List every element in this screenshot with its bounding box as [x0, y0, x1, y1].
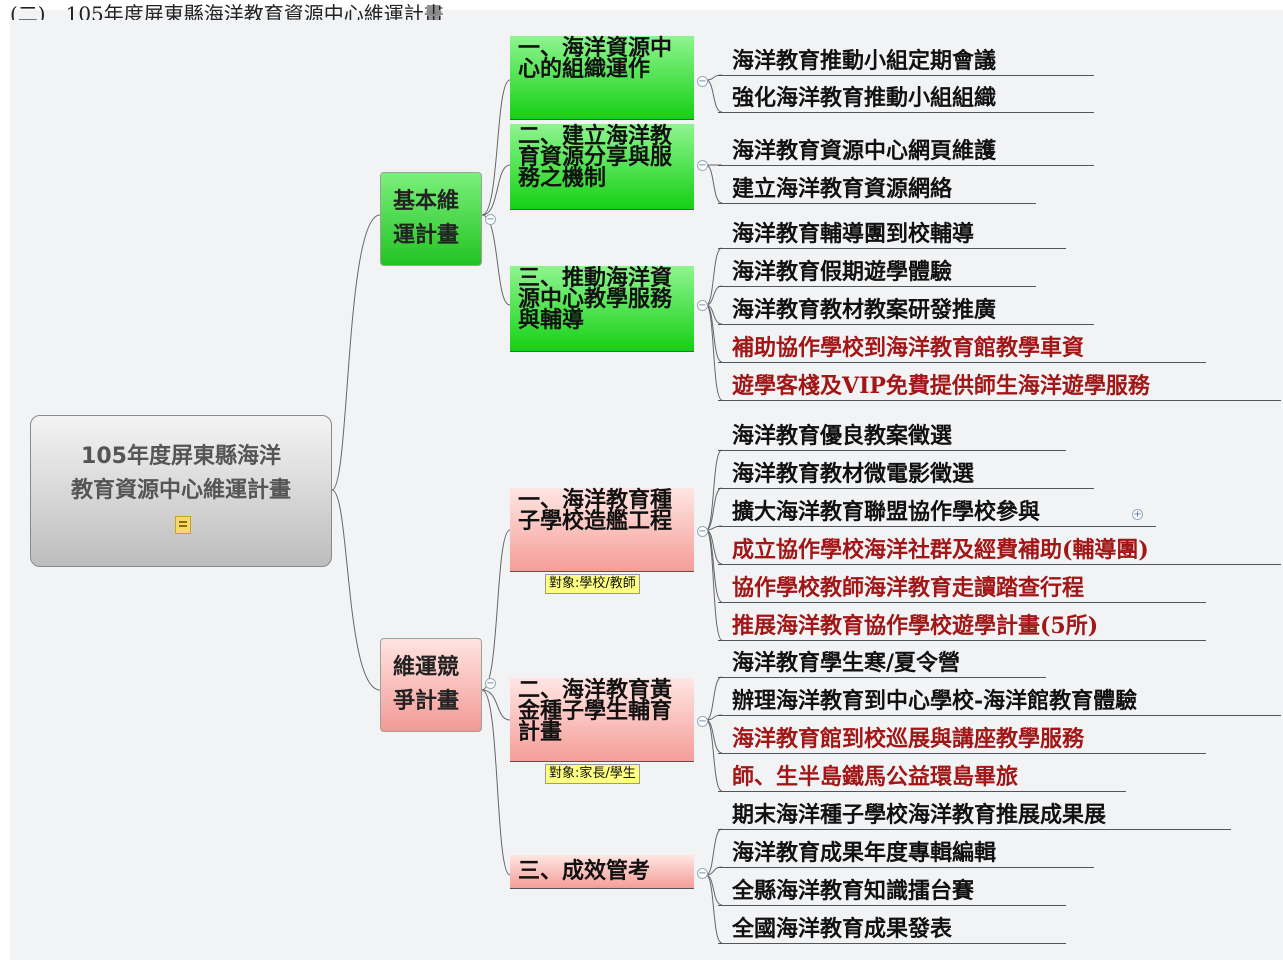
collapse-icon[interactable]: − [697, 160, 708, 171]
branch-competitive-plan[interactable]: 維運競爭計畫 [380, 638, 482, 732]
connector-root-branch1 [331, 214, 381, 491]
topic-label: 三、推動海洋資源中心教學服務與輔導 [518, 265, 673, 333]
topic-label: 一、海洋資源中心的組織運作 [518, 35, 673, 82]
leaf-topic[interactable]: 辦理海洋教育到中心學校-海洋館教育體驗 [718, 687, 1281, 716]
collapse-icon[interactable]: − [485, 678, 496, 689]
leaf-topic[interactable]: 海洋教育輔導團到校輔導 [718, 220, 1066, 249]
leaf-topic-highlight[interactable]: 師、生半島鐵馬公益環島畢旅 [718, 763, 1126, 792]
leaf-topic[interactable]: 海洋教育推動小組定期會議 [718, 47, 1094, 76]
collapse-icon[interactable]: − [697, 526, 708, 537]
target-tag: 對象:學校/教師 [545, 574, 640, 594]
leaf-topic[interactable]: 海洋教育教材教案研發推廣 [718, 296, 1094, 325]
leaf-topic[interactable]: 海洋教育假期遊學體驗 [718, 258, 1036, 287]
leaf-topic-highlight[interactable]: 遊學客棧及VIP免費提供師生海洋遊學服務 [718, 372, 1281, 401]
topic-label: 二、建立海洋教育資源分享與服務之機制 [518, 123, 673, 191]
leaf-topic[interactable]: 強化海洋教育推動小組組織 [718, 84, 1094, 113]
leaf-topic[interactable]: 海洋教育成果年度專輯編輯 [718, 839, 1094, 868]
topic-resource-sharing[interactable]: 二、建立海洋教育資源分享與服務之機制 [510, 124, 694, 210]
page-caption: (二) 105年度屏東縣海洋教育資源中心維運計畫 [10, 2, 444, 20]
collapse-icon[interactable]: − [697, 716, 708, 727]
leaf-topic-highlight[interactable]: 補助協作學校到海洋教育館教學車資 [718, 334, 1206, 363]
leaf-topic-highlight[interactable]: 協作學校教師海洋教育走讀踏查行程 [718, 574, 1206, 603]
topic-label: 三、成效管考 [518, 858, 651, 884]
leaf-topic[interactable]: 全國海洋教育成果發表 [718, 915, 1066, 944]
leaf-topic[interactable]: 建立海洋教育資源網絡 [718, 175, 1036, 204]
leaf-topic[interactable]: 海洋教育教材微電影徵選 [718, 460, 1094, 489]
leaf-topic[interactable]: 期末海洋種子學校海洋教育推展成果展 [718, 801, 1231, 830]
topic-label: 一、海洋教育種子學校造艦工程 [518, 487, 673, 534]
leaf-topic[interactable]: 海洋教育優良教案徵選 [718, 422, 1066, 451]
topic-seed-school[interactable]: 一、海洋教育種子學校造艦工程 [510, 488, 694, 572]
connector-b1-c1 [481, 79, 511, 216]
leaf-topic-highlight[interactable]: 推展海洋教育協作學校遊學計畫(5所) [718, 612, 1206, 641]
note-icon[interactable] [175, 516, 191, 534]
topic-org-operation[interactable]: 一、海洋資源中心的組織運作 [510, 36, 694, 120]
leaf-topic-highlight[interactable]: 海洋教育館到校巡展與講座教學服務 [718, 725, 1206, 754]
topic-golden-seed-students[interactable]: 二、海洋教育黃金種子學生輔育計畫 [510, 678, 694, 762]
target-tag: 對象:家長/學生 [545, 764, 640, 784]
root-topic-label: 105年度屏東縣海洋教育資源中心維運計畫 [71, 444, 292, 503]
branch-label: 維運競爭計畫 [393, 655, 460, 714]
collapse-icon[interactable]: − [697, 868, 708, 879]
topic-label: 二、海洋教育黃金種子學生輔育計畫 [518, 677, 673, 745]
leaf-topic[interactable]: 全縣海洋教育知識擂台賽 [718, 877, 1066, 906]
topic-performance-review[interactable]: 三、成效管考 [510, 855, 694, 889]
branch-basic-operation[interactable]: 基本維運計畫 [380, 172, 482, 266]
collapse-icon[interactable]: − [697, 300, 708, 311]
leaf-topic[interactable]: 海洋教育資源中心網頁維護 [718, 137, 1094, 166]
leaf-topic-highlight[interactable]: 成立協作學校海洋社群及經費補助(輔導團) [718, 536, 1281, 565]
collapse-icon[interactable]: − [697, 76, 708, 87]
root-topic[interactable]: 105年度屏東縣海洋教育資源中心維運計畫 [30, 415, 332, 567]
collapse-icon[interactable]: − [485, 214, 496, 225]
topic-teaching-service[interactable]: 三、推動海洋資源中心教學服務與輔導 [510, 266, 694, 352]
connector-root-branch2 [331, 489, 381, 691]
leaf-topic[interactable]: 擴大海洋教育聯盟協作學校參與 [718, 498, 1156, 527]
expand-icon[interactable]: + [1132, 509, 1143, 520]
leaf-topic[interactable]: 海洋教育學生寒/夏令營 [718, 649, 1046, 678]
branch-label: 基本維運計畫 [393, 189, 460, 248]
